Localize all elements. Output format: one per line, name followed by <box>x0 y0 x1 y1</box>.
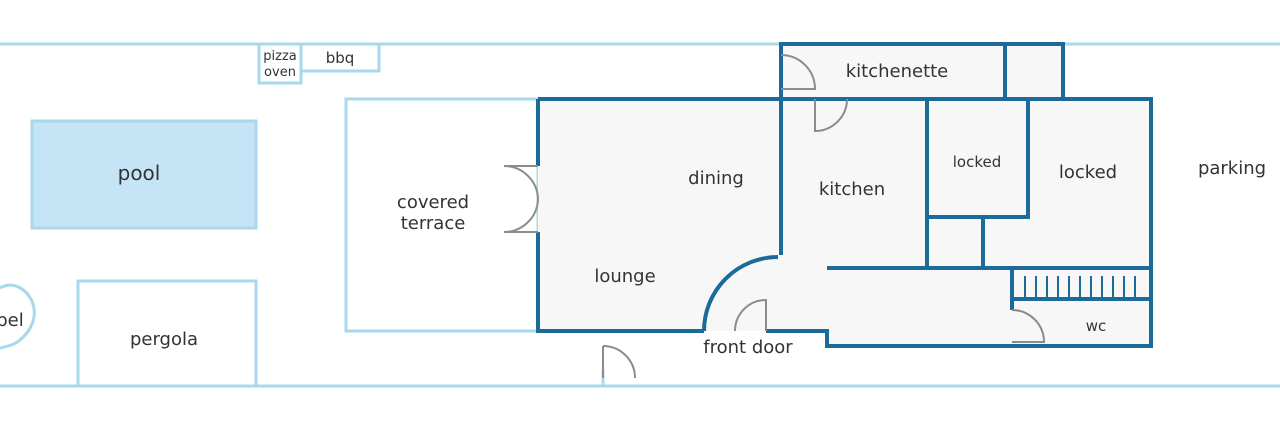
pergola-area <box>76 279 258 388</box>
pizza-oven-label-line2: oven <box>264 65 296 80</box>
bbq-area <box>299 42 381 73</box>
lounge-label: lounge <box>594 266 655 287</box>
covered-terrace-label-line2: terrace <box>401 213 466 234</box>
bbq-label: bbq <box>326 49 355 67</box>
kitchen-label: kitchen <box>819 179 885 200</box>
parking-label: parking <box>1198 158 1266 179</box>
front-door-inner-swing <box>734 298 767 332</box>
dining-label: dining <box>688 168 744 189</box>
locked-room-large-label: locked <box>1059 162 1117 183</box>
kitchen-door <box>814 98 848 133</box>
garden-gate-swing <box>602 345 636 379</box>
covered-terrace-label: covered <box>397 192 469 213</box>
front-door-swing <box>702 255 779 332</box>
wc-door <box>1011 309 1046 343</box>
kitchenette-label: kitchenette <box>846 61 949 82</box>
front-door-label: front door <box>703 337 793 358</box>
pel-shape <box>0 283 36 350</box>
wc-label: wc <box>1086 317 1107 335</box>
terrace-double-door <box>503 165 539 233</box>
pool-area <box>30 119 258 230</box>
building-walls <box>536 42 1153 348</box>
pel-label: pel <box>0 310 24 331</box>
building-fill <box>538 44 1151 346</box>
locked-room-small-label: locked <box>953 153 1002 171</box>
pizza-oven-label: pizza <box>263 49 296 64</box>
kitchenette-door <box>780 54 817 90</box>
pergola-label: pergola <box>130 329 198 350</box>
staircase <box>1024 276 1136 298</box>
pool-label: pool <box>118 161 161 185</box>
